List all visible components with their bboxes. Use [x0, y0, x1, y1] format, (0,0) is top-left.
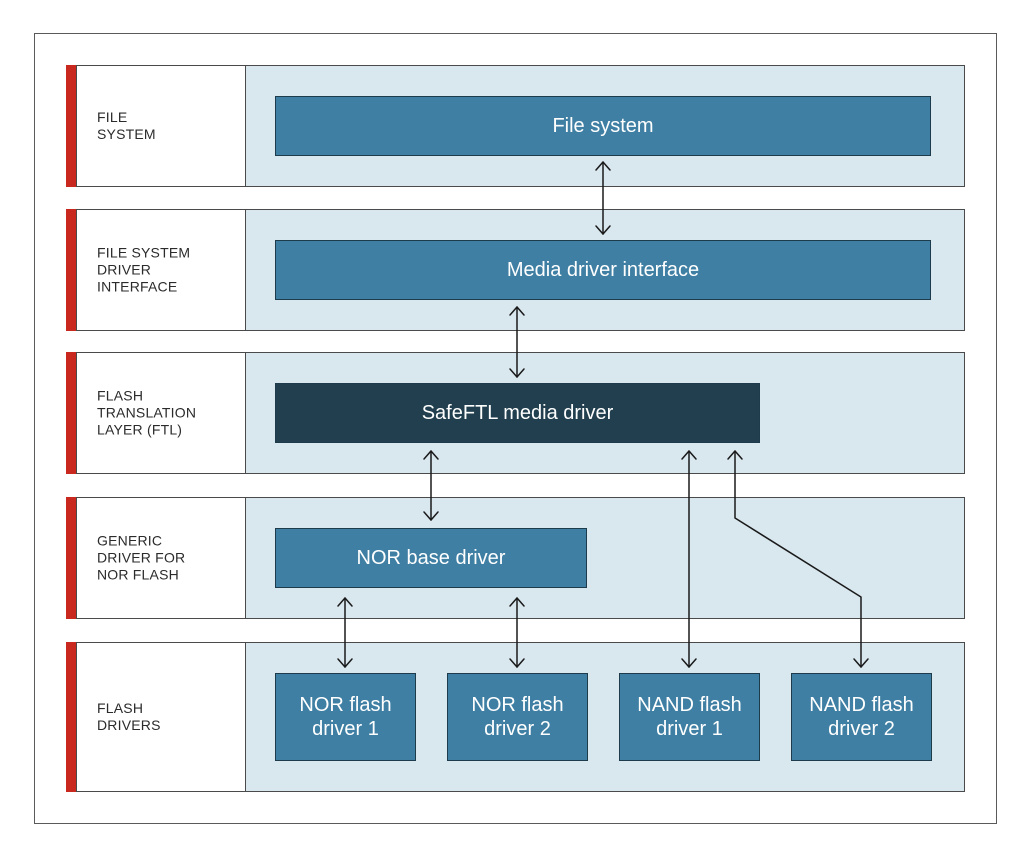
- nor-flash-driver-2-box: NOR flash driver 2: [447, 673, 588, 761]
- layer-accent-bar: [66, 352, 76, 474]
- layer-label: FLASH DRIVERS: [97, 700, 161, 733]
- arrow-safeftl-nand-flash-2: [727, 450, 869, 668]
- arrow-media-interface-safeftl: [509, 306, 525, 378]
- file-system-box: File system: [275, 96, 931, 156]
- layer-label: FILE SYSTEM: [97, 109, 156, 142]
- arrow-file-system-media-interface: [595, 161, 611, 235]
- layer-accent-bar: [66, 642, 76, 792]
- layer-accent-bar: [66, 209, 76, 331]
- nor-flash-driver-1-box: NOR flash driver 1: [275, 673, 416, 761]
- nand-flash-driver-1-box: NAND flash driver 1: [619, 673, 760, 761]
- nand-flash-driver-2-box: NAND flash driver 2: [791, 673, 932, 761]
- layer-label-cell: GENERIC DRIVER FOR NOR FLASH: [76, 497, 245, 619]
- layer-label: FLASH TRANSLATION LAYER (FTL): [97, 387, 197, 438]
- layer-label-cell: FLASH DRIVERS: [76, 642, 245, 792]
- layer-label-cell: FILE SYSTEM DRIVER INTERFACE: [76, 209, 245, 331]
- layer-label-cell: FLASH TRANSLATION LAYER (FTL): [76, 352, 245, 474]
- nor-base-driver-box: NOR base driver: [275, 528, 587, 588]
- layer-accent-bar: [66, 497, 76, 619]
- layer-label: GENERIC DRIVER FOR NOR FLASH: [97, 532, 186, 583]
- layer-label: FILE SYSTEM DRIVER INTERFACE: [97, 244, 191, 295]
- arrow-nor-base-nor-flash-1: [337, 597, 353, 668]
- arrow-nor-base-nor-flash-2: [509, 597, 525, 668]
- media-driver-interface-box: Media driver interface: [275, 240, 931, 300]
- layer-accent-bar: [66, 65, 76, 187]
- arrow-safeftl-nor-base: [423, 450, 439, 521]
- layer-label-cell: FILE SYSTEM: [76, 65, 245, 187]
- safeftl-media-driver-box: SafeFTL media driver: [275, 383, 760, 443]
- arrow-safeftl-nand-flash-1: [681, 450, 697, 668]
